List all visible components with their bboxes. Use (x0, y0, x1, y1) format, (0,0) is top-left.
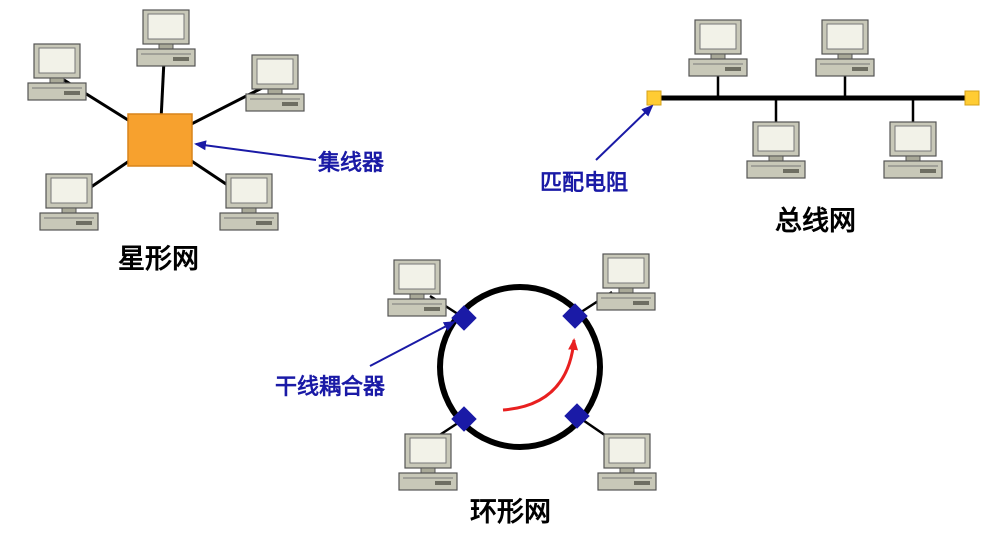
star-network: 集线器 星形网 (27, 9, 385, 275)
computer-icon (883, 121, 943, 179)
computer-icon (596, 253, 656, 311)
computer-icon (245, 54, 305, 112)
trunk-coupler (451, 406, 477, 432)
trunk-coupler (451, 305, 477, 331)
star-network-title: 星形网 (118, 244, 199, 275)
hub-annotation-arrow (194, 140, 317, 161)
bus-network: 匹配电阻 总线网 (540, 19, 980, 237)
trunk-coupler (564, 403, 590, 429)
coupler-label: 干线耦合器 (275, 374, 386, 400)
terminator-right (964, 90, 980, 106)
terminator-left (646, 90, 662, 106)
computer-icon (39, 173, 99, 231)
computer-icon (688, 19, 748, 77)
ring-cable (437, 284, 603, 450)
computer-icon (815, 19, 875, 77)
computer-icon (746, 121, 806, 179)
terminator-annotation-arrow (595, 104, 654, 161)
bus-network-title: 总线网 (775, 206, 856, 237)
hub-label: 集线器 (317, 150, 385, 176)
computer-icon (27, 43, 87, 101)
ring-network-title: 环形网 (470, 497, 551, 528)
computer-icon (136, 9, 196, 67)
computer-icon (387, 259, 447, 317)
trunk-coupler (562, 303, 588, 329)
ring-direction-arrow (502, 338, 579, 412)
ring-network: 干线耦合器 环形网 (275, 253, 657, 528)
computer-icon (597, 433, 657, 491)
coupler-annotation-arrow (369, 321, 456, 367)
terminator-label: 匹配电阻 (540, 171, 628, 196)
computer-icon (219, 173, 279, 231)
hub-box (127, 113, 193, 167)
computer-icon (398, 433, 458, 491)
